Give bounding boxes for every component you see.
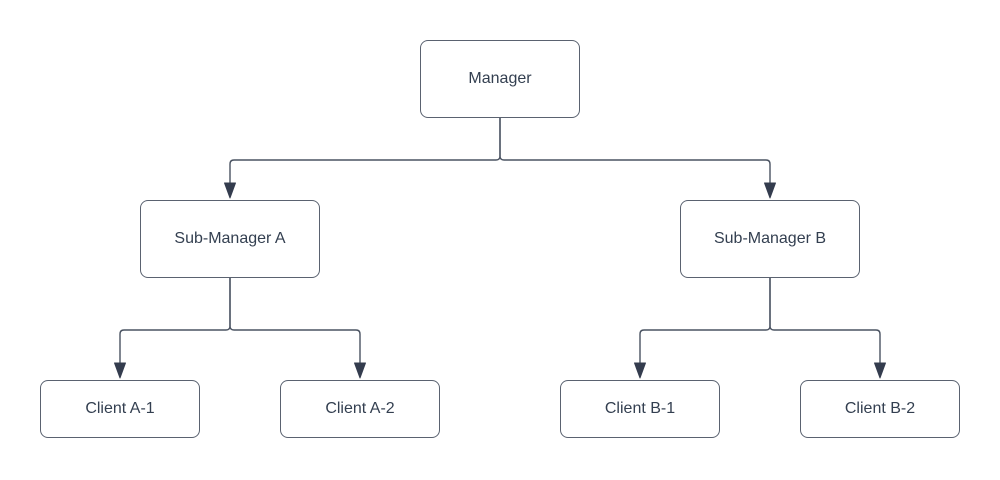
edge-manager-sub-b	[499, 118, 771, 184]
node-sub-manager-a-label: Sub-Manager A	[174, 230, 286, 247]
node-manager-label: Manager	[468, 70, 532, 87]
node-client-b2-label: Client B-2	[844, 400, 916, 417]
arrowhead-sub-a	[224, 182, 236, 199]
arrowhead-client-a1	[114, 362, 126, 379]
arrowhead-client-b2	[874, 362, 886, 379]
arrowhead-client-a2	[354, 362, 366, 379]
node-client-a1-label: Client A-1	[85, 400, 155, 417]
edge-sub-a-client-a1	[119, 278, 231, 364]
node-client-a2[interactable]: Client A-2	[280, 380, 440, 438]
edge-sub-a-client-a2	[229, 278, 361, 364]
node-client-a1[interactable]: Client A-1	[40, 380, 200, 438]
edge-manager-sub-a	[229, 118, 501, 184]
node-client-b1[interactable]: Client B-1	[560, 380, 720, 438]
node-client-a2-label: Client A-2	[325, 400, 395, 417]
node-sub-manager-b[interactable]: Sub-Manager B	[680, 200, 860, 278]
node-client-b1-label: Client B-1	[604, 400, 676, 417]
node-sub-manager-a[interactable]: Sub-Manager A	[140, 200, 320, 278]
edge-sub-b-client-b2	[769, 278, 881, 364]
node-sub-manager-b-label: Sub-Manager B	[713, 230, 827, 247]
arrowhead-client-b1	[634, 362, 646, 379]
node-client-b2[interactable]: Client B-2	[800, 380, 960, 438]
edge-sub-b-client-b1	[639, 278, 771, 364]
arrowhead-sub-b	[764, 182, 776, 199]
node-manager[interactable]: Manager	[420, 40, 580, 118]
